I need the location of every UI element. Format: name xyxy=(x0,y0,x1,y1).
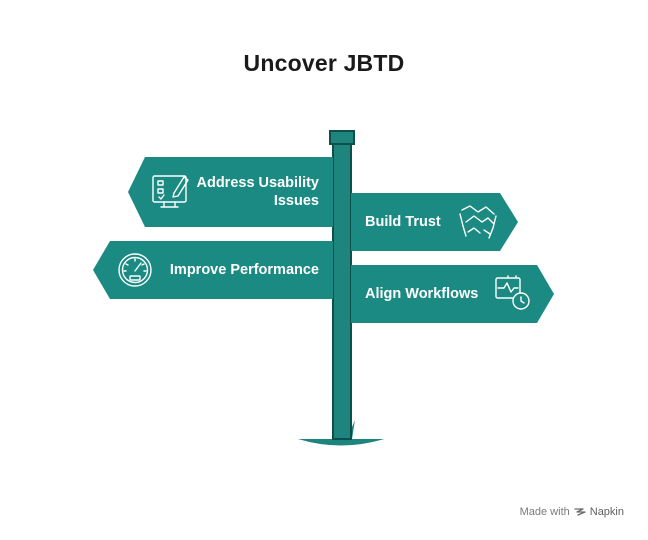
sign-label-align-workflows: Align Workflows xyxy=(365,286,479,302)
pole-cap xyxy=(329,130,355,145)
ground-base xyxy=(298,439,384,446)
pole xyxy=(332,143,352,440)
sign-align-workflows xyxy=(351,265,554,323)
checklist-pen-icon xyxy=(152,175,189,208)
watermark-prefix: Made with xyxy=(519,506,570,518)
sign-address-usability xyxy=(128,157,333,227)
sign-label-line: Address Usability xyxy=(196,175,320,191)
watermark-brand: Napkin xyxy=(589,506,624,518)
watermark: Made with Napkin xyxy=(520,506,624,518)
sign-build-trust xyxy=(351,193,518,251)
sign-improve-performance xyxy=(93,241,333,299)
sign-label-build-trust: Build Trust xyxy=(365,214,441,230)
sign-label-address-usability: Address Usability Issues xyxy=(190,174,320,210)
workflow-chart-icon xyxy=(495,275,530,310)
handshake-icon xyxy=(459,205,497,239)
page-title: Uncover JBTD xyxy=(243,50,405,76)
speedometer-icon xyxy=(118,253,152,287)
napkin-logo-icon xyxy=(574,508,586,516)
sign-label-line: Issues xyxy=(273,193,319,209)
sign-label-improve-performance: Improve Performance xyxy=(169,262,319,278)
